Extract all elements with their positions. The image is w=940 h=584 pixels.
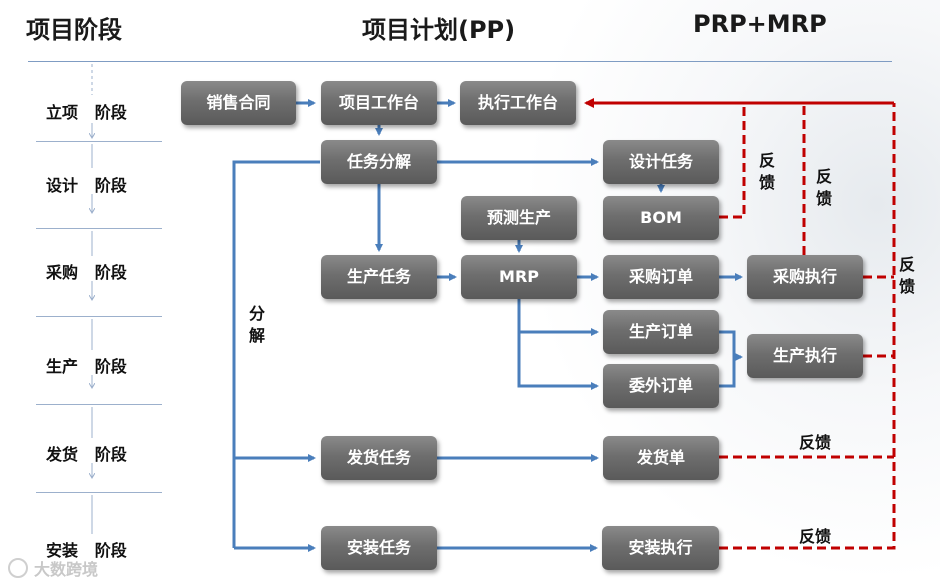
- phase-separator: [36, 141, 162, 142]
- watermark: 大数跨境: [8, 556, 98, 580]
- purchase-order-box[interactable]: 采购订单: [603, 255, 719, 299]
- purchase-execution-box[interactable]: 采购执行: [747, 255, 863, 299]
- flow-merge-orders: [719, 330, 736, 388]
- watermark-logo-icon: [8, 558, 28, 578]
- shipping-task-box[interactable]: 发货任务: [321, 436, 437, 480]
- feedback-label-bom: 反馈: [759, 151, 776, 192]
- flow-arrow-mrp-to-outsource: [517, 299, 599, 390]
- production-order-box[interactable]: 生产订单: [603, 310, 719, 354]
- feedback-label-purchase: 反馈: [816, 167, 833, 208]
- header-rule: [28, 61, 892, 62]
- project-workbench-box[interactable]: 项目工作台: [321, 81, 437, 125]
- phase-shipping-label: 发货 阶段: [46, 445, 127, 464]
- phase-production-label: 生产 阶段: [46, 357, 127, 376]
- feedback-line-bom: [719, 103, 746, 219]
- phase-separator: [36, 228, 162, 229]
- phase-separator: [36, 404, 162, 405]
- production-execution-box[interactable]: 生产执行: [747, 334, 863, 378]
- feedback-label-ship: 反馈: [799, 433, 832, 452]
- forecast-production-box[interactable]: 预测生产: [461, 196, 577, 240]
- phase-installation-label: 安装 阶段: [46, 541, 127, 560]
- breakdown-vertical-label: 分解: [249, 304, 266, 345]
- sales-contract-box[interactable]: 销售合同: [181, 81, 296, 125]
- install-task-box[interactable]: 安装任务: [321, 526, 437, 570]
- phase-separator: [36, 492, 162, 493]
- install-execution-box[interactable]: 安装执行: [602, 526, 719, 570]
- feedback-label-right: 反馈: [899, 255, 916, 296]
- feedback-line-install-trunk: [719, 103, 896, 550]
- prp-mrp-header: PRP+MRP: [693, 10, 827, 38]
- shipping-doc-box[interactable]: 发货单: [603, 436, 719, 480]
- design-task-box[interactable]: 设计任务: [603, 140, 719, 184]
- bom-box[interactable]: BOM: [603, 196, 719, 240]
- exec-workbench-box[interactable]: 执行工作台: [460, 81, 576, 125]
- phase-separator: [36, 316, 162, 317]
- pp-header: 项目计划(PP): [362, 16, 516, 44]
- phase-design-label: 设计 阶段: [46, 176, 127, 195]
- breakdown-trunk-line: [232, 160, 320, 548]
- task-breakdown-box[interactable]: 任务分解: [321, 140, 437, 184]
- feedback-label-install: 反馈: [799, 527, 832, 546]
- outsource-order-box[interactable]: 委外订单: [603, 364, 719, 408]
- phase-header: 项目阶段: [26, 16, 122, 44]
- production-task-box[interactable]: 生产任务: [321, 255, 437, 299]
- phase-initiation-label: 立项 阶段: [46, 103, 127, 122]
- phase-purchase-label: 采购 阶段: [46, 263, 127, 282]
- mrp-box[interactable]: MRP: [461, 255, 577, 299]
